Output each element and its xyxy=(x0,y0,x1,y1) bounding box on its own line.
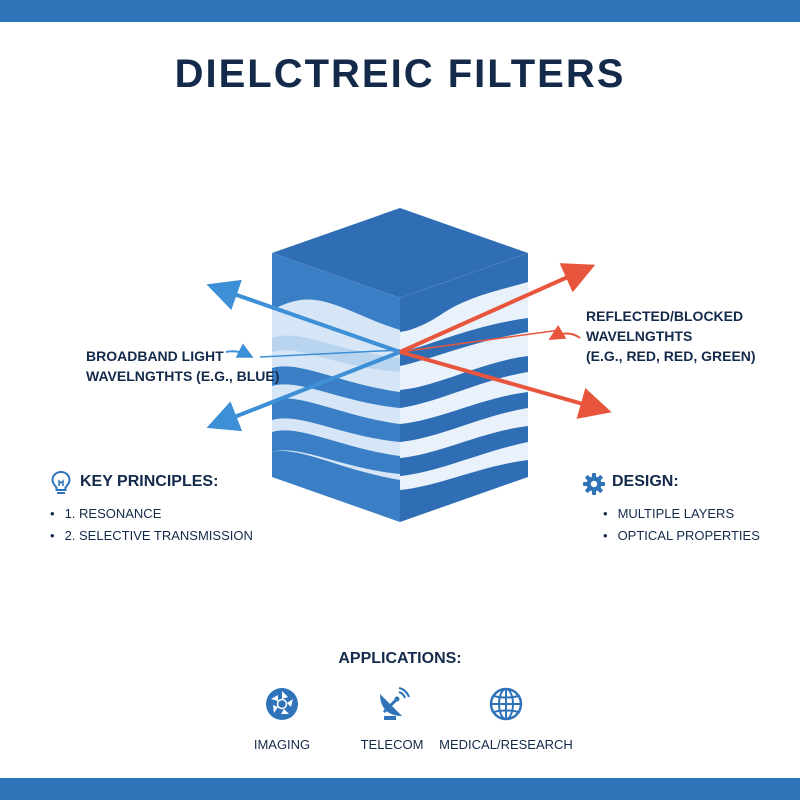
key-principles-heading: KEY PRINCIPLES: xyxy=(80,473,219,490)
red-thin-line xyxy=(399,329,561,353)
reflected-line2: WAVELNGTHTS xyxy=(586,328,693,344)
app-label: MEDICAL/RESEARCH xyxy=(439,737,573,752)
gear-icon xyxy=(582,472,606,501)
reflected-label: REFLECTED/BLOCKED WAVELNGTHTS (E.g., RED… xyxy=(586,306,756,366)
red-arrow-down-right xyxy=(399,350,612,419)
blue-arrow-down-left xyxy=(206,350,401,432)
blue-arrow-up-left xyxy=(206,279,401,354)
app-label: IMAGING xyxy=(253,737,311,752)
list-item: OPTICAL PROPERTIES xyxy=(603,525,760,547)
list-item: MULTIPLE LAYERS xyxy=(603,503,760,525)
reflected-line3: (E.g., RED, RED, GREEN) xyxy=(586,348,756,364)
camera-aperture-icon xyxy=(266,688,298,720)
top-bar xyxy=(0,0,800,22)
satellite-dish-icon xyxy=(380,687,410,720)
app-medical-research: MEDICAL/RESEARCH xyxy=(436,686,576,752)
key-principles-list: 1. RESONANCE 2. SELECTIVE TRANSMISSION xyxy=(50,503,253,547)
design-list: MULTIPLE LAYERS OPTICAL PROPERTIES xyxy=(603,503,760,547)
red-arrow-up-right xyxy=(399,263,596,354)
left-pointer-arrow xyxy=(225,343,254,358)
right-pointer-arrow xyxy=(548,324,581,341)
right-layers xyxy=(400,253,528,522)
design-heading: DESIGN: xyxy=(612,473,679,490)
reflected-line1: REFLECTED/BLOCKED xyxy=(586,308,744,324)
blue-incident-line xyxy=(259,349,401,358)
page-title: DIELCTREIC FILTERS xyxy=(174,52,626,96)
bottom-bar xyxy=(0,778,800,800)
broadband-light-label: BROADBAND LIGHT WAVELNGTHTS (E.g., BLUE) xyxy=(86,346,279,386)
applications-heading: APPLICATIONS: xyxy=(338,650,462,667)
broadband-line2: WAVELNGTHTS (E.g., BLUE) xyxy=(86,368,280,384)
globe-icon xyxy=(489,687,523,721)
left-layers xyxy=(272,253,400,522)
list-item: 1. RESONANCE xyxy=(50,503,253,525)
broadband-line1: BROADBAND LIGHT xyxy=(86,348,224,364)
app-label: TELECOM xyxy=(360,737,424,752)
list-item: 2. SELECTIVE TRANSMISSION xyxy=(50,525,253,547)
app-telecom: TELECOM xyxy=(322,686,462,752)
lightbulb-icon xyxy=(50,470,72,501)
app-imaging: IMAGING xyxy=(212,686,352,752)
